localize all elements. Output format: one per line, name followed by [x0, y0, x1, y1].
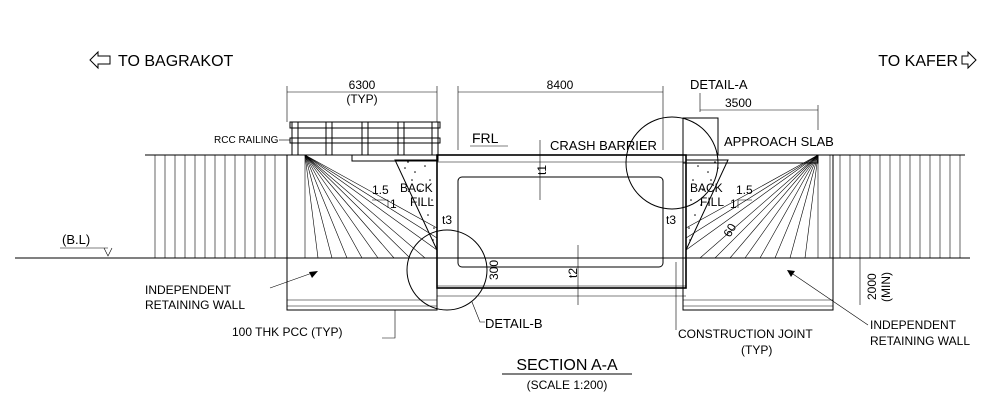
angle-right-label: 60 [720, 221, 739, 240]
retaining-right-line2: RETAINING WALL [870, 334, 970, 348]
right-slope-fan [685, 154, 819, 259]
t1-label: t1 [535, 165, 549, 175]
construction-joint-label: CONSTRUCTION JOINT [678, 327, 813, 341]
dim-railing-value: 6300 [349, 78, 376, 92]
box-culvert [436, 154, 687, 297]
dim-box-value: 8400 [547, 78, 574, 92]
dim-2000-min: (MIN) [879, 272, 893, 302]
left-arrow-icon [89, 50, 111, 70]
pcc-leader [382, 310, 396, 339]
backfill-left-1: BACK [400, 181, 433, 195]
t3-left-label: t3 [442, 213, 452, 227]
pcc-label: 100 THK PCC (TYP) [232, 325, 342, 339]
right-retaining-wall [682, 154, 834, 311]
t2-label: t2 [566, 268, 580, 278]
detail-a-label: DETAIL-A [690, 77, 748, 92]
detail-b-circle [406, 229, 488, 311]
dim-approach-value: 3500 [725, 96, 752, 110]
approach-slab-label: APPROACH SLAB [724, 134, 834, 149]
bed-level-label: (B.L) [62, 232, 90, 247]
slope-right-marker [737, 199, 752, 208]
left-embankment-hatch [154, 155, 276, 258]
retaining-left-line2: RETAINING WALL [145, 298, 245, 312]
left-slope-fan [304, 154, 438, 259]
retaining-right-leader [789, 271, 869, 326]
slope-left-marker [372, 199, 389, 208]
detail-b-label: DETAIL-B [485, 316, 543, 331]
backfill-left-2: FILL [410, 195, 434, 209]
backfill-right-2: FILL [700, 195, 724, 209]
rcc-railing-label: RCC RAILING [214, 135, 279, 146]
detail-b-leader [471, 301, 485, 323]
detail-a-circle [625, 116, 719, 210]
t3-right-label: t3 [666, 213, 676, 227]
rcc-railing [289, 121, 441, 162]
retaining-right-arrow-icon [787, 270, 795, 277]
right-embankment-hatch [829, 155, 961, 258]
backfill-right-1: BACK [690, 181, 723, 195]
direction-right: TO KAFER [878, 53, 958, 70]
section-scale: (SCALE 1:200) [527, 378, 608, 392]
dim-railing [286, 86, 438, 122]
dim-2000-value: 2000 [865, 273, 879, 300]
direction-left: TO BAGRAKOT [118, 53, 234, 70]
retaining-right-line1: INDEPENDENT [870, 318, 957, 332]
frl-label: FRL [472, 130, 499, 146]
slope-left-v: 1.5 [372, 183, 389, 197]
crash-barrier-label: CRASH BARRIER [550, 138, 657, 153]
section-title: SECTION A-A [516, 357, 618, 374]
construction-joint-typ: (TYP) [741, 343, 772, 357]
retaining-left-leader [269, 271, 316, 289]
approach-slab [682, 117, 819, 164]
dim-300-label: 300 [487, 260, 501, 280]
slope-right-v: 1.5 [736, 183, 753, 197]
slope-right-h: 1 [730, 197, 737, 211]
retaining-left-line1: INDEPENDENT [145, 283, 232, 297]
left-retaining-wall [286, 154, 438, 311]
retaining-left-arrow-icon [309, 271, 318, 278]
bed-level-marker-icon [103, 247, 113, 257]
dim-railing-typ: (TYP) [346, 92, 377, 106]
slope-left-h: 1 [390, 197, 397, 211]
right-arrow-icon [961, 50, 977, 70]
dim-approach [700, 105, 819, 130]
